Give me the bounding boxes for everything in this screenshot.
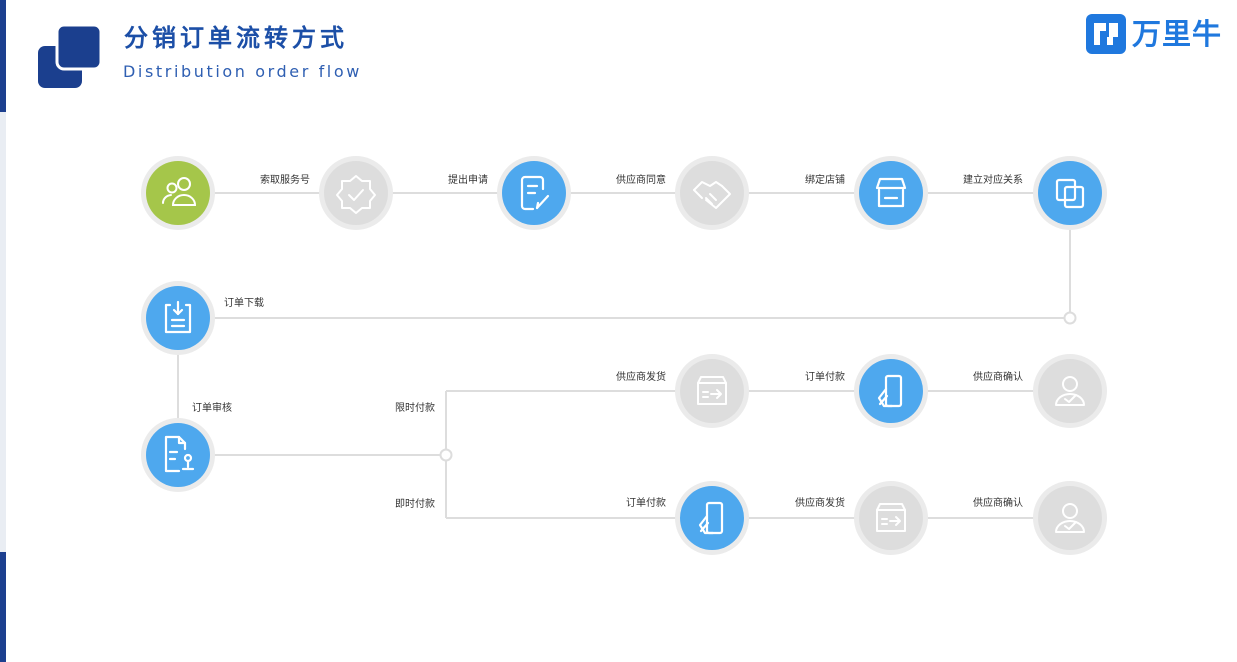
- flow-node-n4: [675, 156, 749, 230]
- shipping-box-icon: [876, 503, 906, 532]
- brand-mark-icon: [1086, 14, 1126, 54]
- payment-card-icon: [698, 501, 724, 535]
- handshake-icon: [693, 181, 731, 209]
- label-build-relation: 建立对应关系: [963, 173, 1023, 186]
- label-upper-supplier-ship: 供应商发货: [616, 370, 666, 383]
- user-check-icon: [1055, 376, 1085, 406]
- flow-node-n13: [854, 481, 928, 555]
- document-edit-icon: [520, 175, 550, 211]
- flow-node-n5: [854, 156, 928, 230]
- flow-node-n9: [675, 354, 749, 428]
- flow-node-n10: [854, 354, 928, 428]
- flow-node-n2: [319, 156, 393, 230]
- flow-node-n14: [1033, 481, 1107, 555]
- brand-logo: 万里牛: [1086, 12, 1236, 56]
- overlapping-squares-icon: [38, 24, 103, 88]
- label-request-service: 索取服务号: [260, 173, 310, 186]
- store-icon: [875, 177, 907, 208]
- shipping-box-icon: [697, 376, 727, 405]
- flow-node-n1: [141, 156, 215, 230]
- verified-badge-icon: [336, 175, 376, 214]
- flow-node-n11: [1033, 354, 1107, 428]
- label-upper-order-pay: 订单付款: [805, 370, 845, 383]
- left-edge-accent: [0, 0, 6, 662]
- left-edge-accent-bottom: [0, 552, 6, 662]
- users-icon: [161, 177, 197, 206]
- label-order-review: 订单审核: [192, 401, 232, 414]
- label-lower-supplier-ship: 供应商发货: [795, 496, 845, 509]
- document-review-icon: [164, 435, 195, 473]
- junction-dot-branch: [439, 448, 453, 462]
- brand-name: 万里牛: [1132, 17, 1223, 51]
- page-subtitle: Distribution order flow: [123, 62, 362, 81]
- label-supplier-agree: 供应商同意: [616, 173, 666, 186]
- flow-node-n3: [497, 156, 571, 230]
- label-lower-order-pay: 订单付款: [626, 496, 666, 509]
- payment-card-icon: [877, 374, 903, 408]
- link-copy-icon: [1055, 178, 1085, 209]
- flow-node-n8: [141, 418, 215, 492]
- label-bind-store: 绑定店铺: [805, 173, 845, 186]
- label-instant-payment: 即时付款: [395, 497, 435, 510]
- label-limited-payment: 限时付款: [395, 401, 435, 414]
- label-lower-supplier-confirm: 供应商确认: [973, 496, 1023, 509]
- page-title: 分销订单流转方式: [124, 24, 348, 52]
- junction-dot-right: [1063, 311, 1077, 325]
- label-order-download: 订单下载: [224, 297, 264, 309]
- label-upper-supplier-confirm: 供应商确认: [973, 370, 1023, 383]
- left-edge-accent-top: [0, 0, 6, 112]
- user-check-icon: [1055, 503, 1085, 533]
- label-submit-application: 提出申请: [448, 173, 488, 186]
- flow-node-n6: [1033, 156, 1107, 230]
- flow-node-n7: [141, 281, 215, 355]
- clipboard-download-icon: [164, 300, 192, 334]
- flow-node-n12: [675, 481, 749, 555]
- flow-connectors: [177, 192, 1071, 519]
